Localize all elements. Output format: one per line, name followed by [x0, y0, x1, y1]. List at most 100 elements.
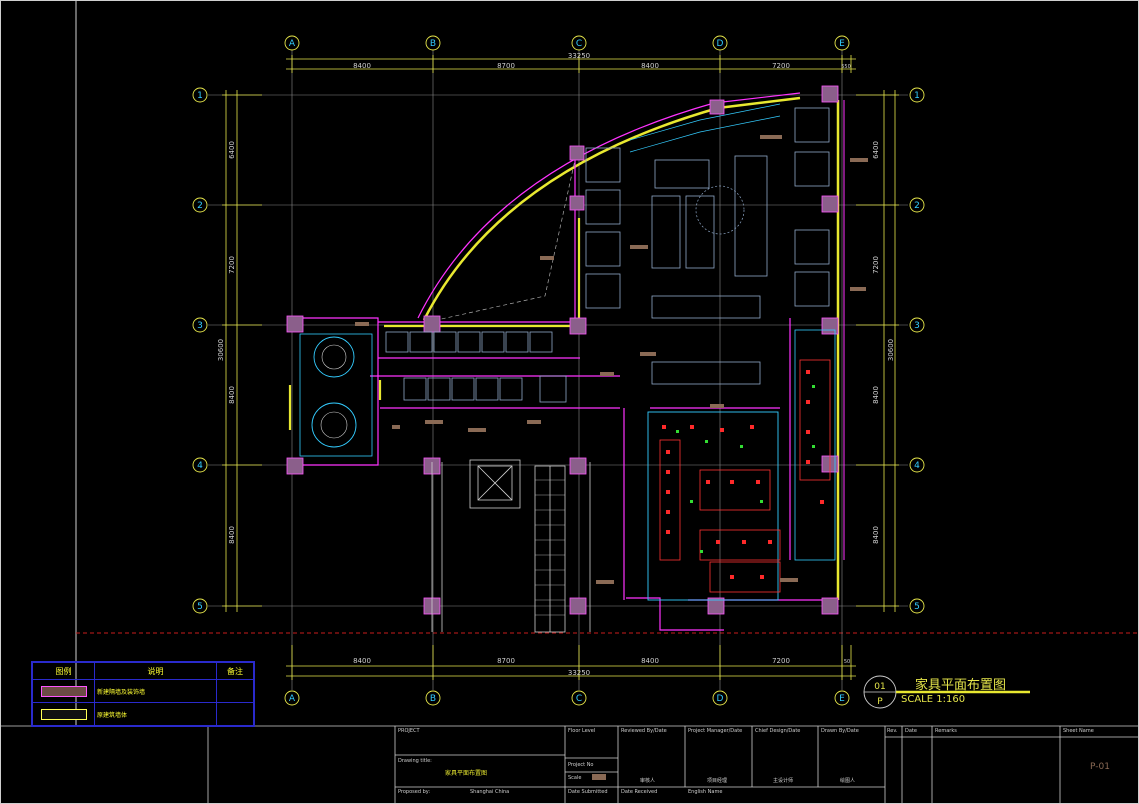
bottom-dim-4: 7200 [772, 657, 790, 665]
right-dim-4: 8400 [872, 526, 880, 544]
grid-bubble-top-a [284, 35, 300, 51]
tb-drawing-title-value: 家具平面布置图 [445, 770, 488, 777]
grid-label-right-4: 4 [914, 461, 920, 471]
tb-scale-label: Scale [568, 775, 582, 781]
grid-label-top-b: B [430, 39, 436, 49]
legend-remark-2 [216, 702, 254, 726]
bottom-dim-total: 33250 [568, 669, 590, 677]
left-dim-2: 7200 [228, 256, 236, 274]
grid-bubble-bottom-a [284, 690, 300, 706]
furniture-tags [355, 135, 868, 584]
glass-partitions [288, 218, 581, 430]
drawing-title: 家具平面布置图 [915, 678, 1007, 693]
grid-label-right-3: 3 [914, 321, 920, 331]
grid-bubble-left-5 [192, 598, 208, 614]
grid-label-bottom-c: C [576, 694, 582, 704]
grid-bubble-top-e [834, 35, 850, 51]
tb-remarks: Remarks [935, 728, 957, 734]
grid-label-top-d: D [717, 39, 724, 49]
grid-label-right-2: 2 [914, 201, 920, 211]
left-dim-total: 30600 [217, 339, 225, 361]
legend-text-existing-wall: 原建筑墙体 [94, 702, 217, 726]
grid-label-bottom-e: E [839, 694, 845, 704]
grid-bubble-bottom-b [425, 690, 441, 706]
grid-label-left-5: 5 [197, 602, 203, 612]
grid-bubble-right-4 [909, 457, 925, 473]
tb-proposed-label: Proposed by: [398, 789, 431, 795]
top-dim-1: 8400 [353, 62, 371, 70]
top-dimension-chain [286, 55, 856, 73]
grid-label-right-5: 5 [914, 602, 920, 612]
structural-columns [286, 85, 839, 615]
grid-bubble-bottom-e [834, 690, 850, 706]
grid-bubble-top-c [571, 35, 587, 51]
legend-remark-1 [216, 679, 254, 703]
round-table-center [695, 185, 745, 235]
grid-bubble-bottom-d [712, 690, 728, 706]
grid-label-right-1: 1 [914, 91, 920, 101]
top-dim-total: 33250 [568, 52, 590, 60]
right-dim-1: 6400 [872, 141, 880, 159]
grid-label-top-c: C [576, 39, 582, 49]
left-dimension-chain [222, 90, 262, 612]
grid-label-left-1: 1 [197, 91, 203, 101]
private-dining-rooms [299, 333, 373, 457]
tb-sheet-name: Sheet Name [1063, 728, 1094, 734]
circulation-core [431, 459, 591, 633]
tb-drawn: Drawn By/Date [821, 728, 859, 734]
tb-floor-level: Floor Level [568, 728, 596, 734]
curved-glass-facade [422, 96, 801, 321]
legend-header-remarks: 备注 [216, 662, 254, 680]
grid-label-top-e: E [839, 39, 845, 49]
grid-bubble-left-2 [192, 197, 208, 213]
grid-label-left-3: 3 [197, 321, 203, 331]
right-dimension-chain [856, 90, 899, 612]
right-dim-total: 30600 [887, 339, 895, 361]
top-dim-2: 8700 [497, 62, 515, 70]
drawing-scale: SCALE 1:160 [901, 694, 966, 705]
grid-bubble-top-d [712, 35, 728, 51]
tb-sheet-number: P-01 [1090, 762, 1110, 772]
grid-lines [208, 50, 908, 690]
bottom-dim-3: 8400 [641, 657, 659, 665]
top-dim-4: 7200 [772, 62, 790, 70]
curved-banquette [629, 103, 781, 153]
tb-sig-reviewer: 审核人 [640, 778, 656, 784]
grid-label-left-4: 4 [197, 461, 203, 471]
tb-sig-chief: 主设计师 [773, 778, 794, 784]
grid-bubble-top-b [425, 35, 441, 51]
tb-sig-manager: 项目经理 [707, 778, 728, 784]
bottom-dimension-chain [286, 645, 856, 680]
grid-bubble-right-2 [909, 197, 925, 213]
right-dim-2: 7200 [872, 256, 880, 274]
grid-label-bottom-d: D [717, 694, 724, 704]
legend-header-description: 说明 [94, 662, 217, 680]
grid-bubble-right-3 [909, 317, 925, 333]
grid-bubble-right-5 [909, 598, 925, 614]
kitchen-area [647, 329, 836, 601]
main-hall-tables [585, 107, 830, 385]
legend-swatch-new-wall [32, 679, 95, 703]
bottom-dim-2: 8700 [497, 657, 515, 665]
grid-label-left-2: 2 [197, 201, 203, 211]
tb-date-submitted: Date Submitted [568, 789, 608, 795]
tb-english-name: English Name [688, 789, 723, 795]
drawing-ref-number: 01 [874, 682, 885, 692]
grid-bubble-bottom-c [571, 690, 587, 706]
grid-bubble-left-4 [192, 457, 208, 473]
left-dim-4: 8400 [228, 526, 236, 544]
tb-rev: Rev. [887, 728, 898, 734]
tb-scale-tag [592, 774, 606, 780]
grid-label-bottom-a: A [289, 694, 296, 704]
legend-text-new-wall: 新建隔墙及装饰墙 [94, 679, 217, 703]
partition-walls [288, 150, 838, 631]
tb-drawing-title-label: Drawing title: [398, 758, 432, 764]
dashed-boundary [427, 159, 576, 323]
left-dim-1: 6400 [228, 141, 236, 159]
left-dim-3: 8400 [228, 386, 236, 404]
bottom-dim-1: 8400 [353, 657, 371, 665]
legend-swatch-existing-wall [32, 702, 95, 726]
curved-wall-outline [417, 92, 801, 319]
legend-table: 图例 说明 备注 新建隔墙及装饰墙 原建筑墙体 [31, 661, 255, 727]
